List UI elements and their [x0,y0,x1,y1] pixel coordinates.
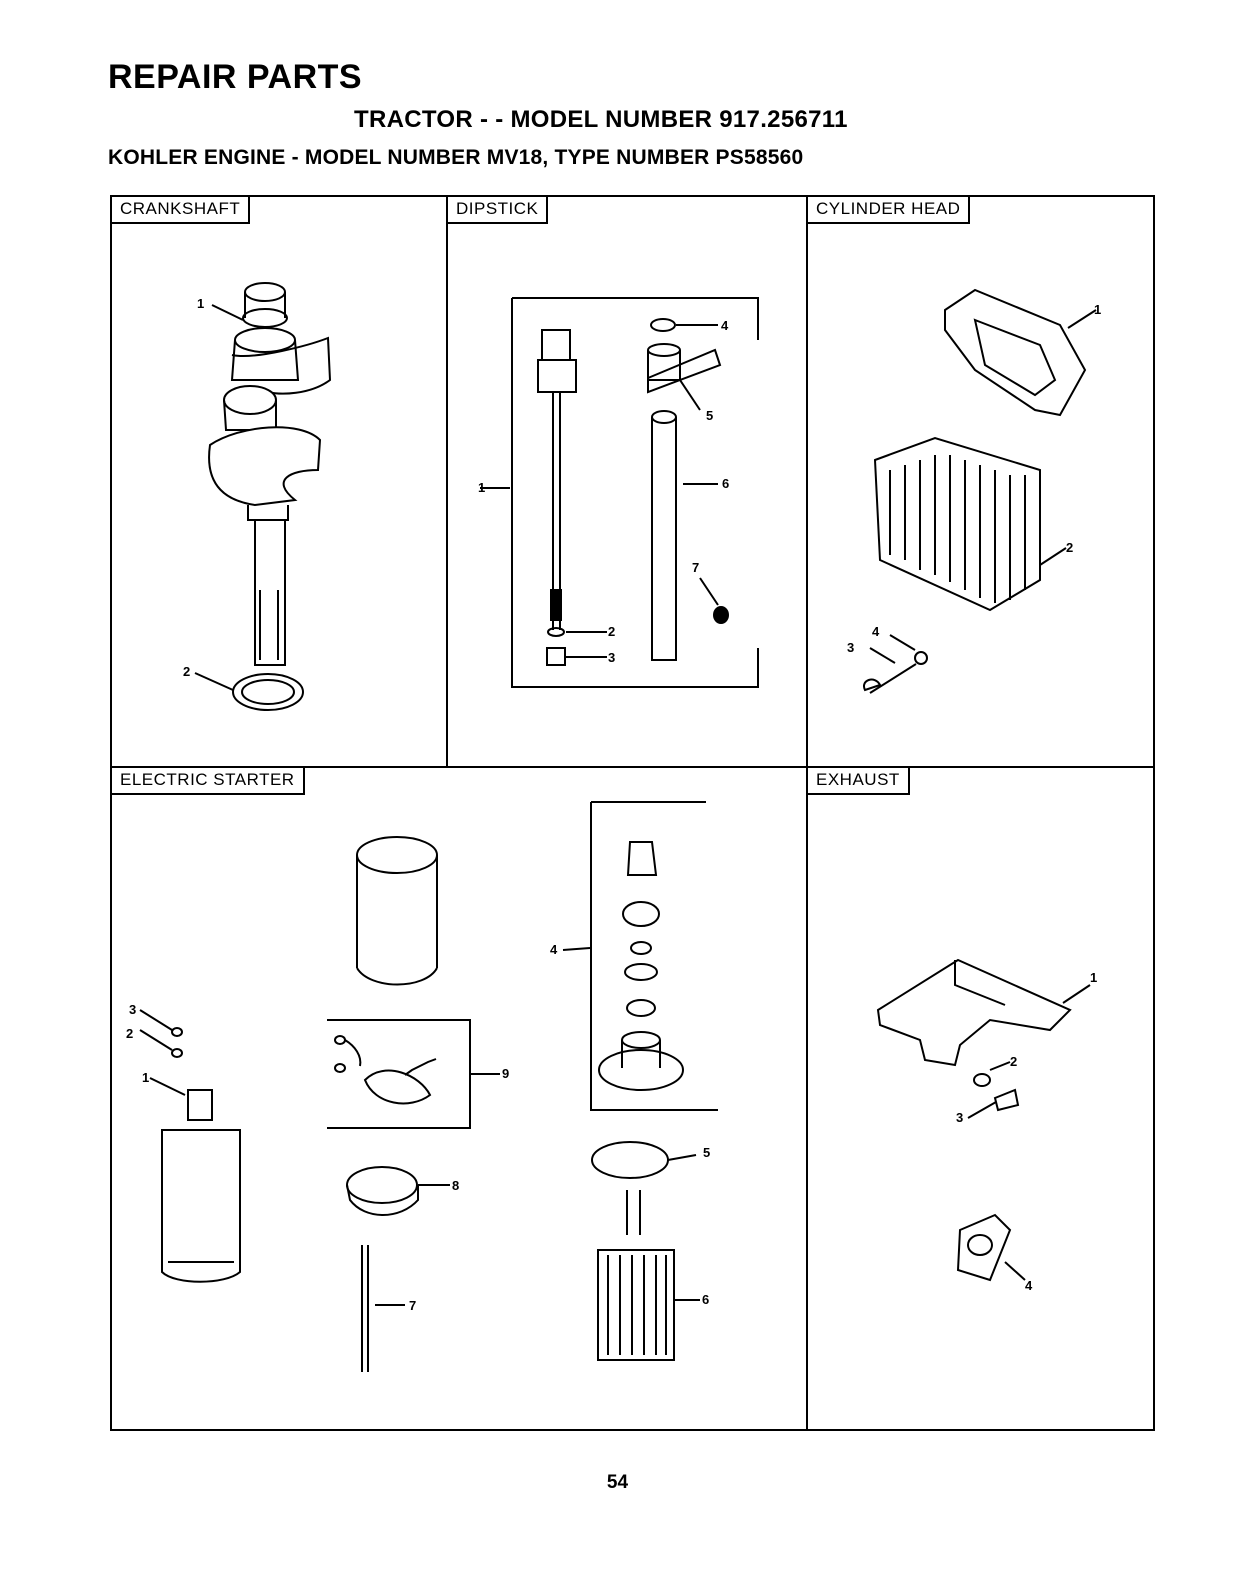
callout-starter-4: 4 [550,942,557,957]
callout-dipstick-4: 4 [721,318,728,333]
callout-exhaust-2: 2 [1010,1054,1017,1069]
callout-starter-6: 6 [702,1292,709,1307]
callout-starter-3: 3 [129,1002,136,1017]
page-number: 54 [0,1472,1235,1494]
exhaust-illustration [878,960,1090,1280]
callout-cylinder-head-1: 1 [1094,302,1101,317]
callout-starter-2: 2 [126,1026,133,1041]
callout-dipstick-6: 6 [722,476,729,491]
electric-starter-illustration [140,802,718,1372]
callout-dipstick-3: 3 [608,650,615,665]
callout-starter-8: 8 [452,1178,459,1193]
callout-cylinder-head-3: 3 [847,640,854,655]
callout-dipstick-1: 1 [478,480,485,495]
callout-cylinder-head-2: 2 [1066,540,1073,555]
callout-exhaust-3: 3 [956,1110,963,1125]
callout-dipstick-5: 5 [706,408,713,423]
callout-starter-5: 5 [703,1145,710,1160]
callout-dipstick-2: 2 [608,624,615,639]
crankshaft-illustration [195,283,330,710]
callout-exhaust-1: 1 [1090,970,1097,985]
callout-crankshaft-2: 2 [183,664,190,679]
dipstick-illustration [480,298,758,687]
callout-starter-7: 7 [409,1298,416,1313]
callout-exhaust-4: 4 [1025,1278,1032,1293]
callout-starter-9: 9 [502,1066,509,1081]
callout-cylinder-head-4: 4 [872,624,879,639]
cylinder-head-illustration [864,290,1096,693]
callout-starter-1: 1 [142,1070,149,1085]
callout-dipstick-7: 7 [692,560,699,575]
callout-crankshaft-1: 1 [197,296,204,311]
